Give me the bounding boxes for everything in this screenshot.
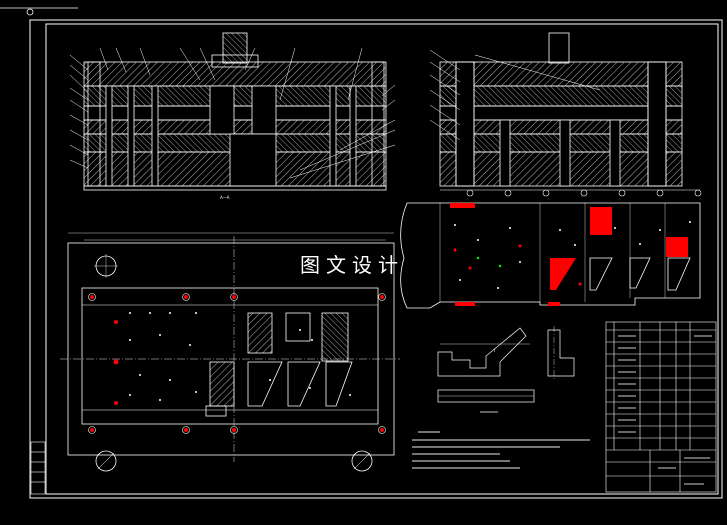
side-section-view [429,32,702,197]
left-side-table [30,441,46,495]
detail-label: I [494,348,495,353]
title-block [605,321,717,493]
watermark-text: 图文设计 [300,253,404,277]
plan-view [60,232,400,472]
detail-view [437,326,575,413]
main-section-view [69,32,396,191]
sheet-border [0,7,723,499]
main-section-label: A—A [220,195,230,200]
strip-green-marks [476,256,502,268]
plan-highlights [90,295,384,432]
strip-layout-view [400,202,701,309]
technical-notes [412,431,590,469]
title-block-fill [618,335,712,485]
strip-highlights [450,203,688,306]
